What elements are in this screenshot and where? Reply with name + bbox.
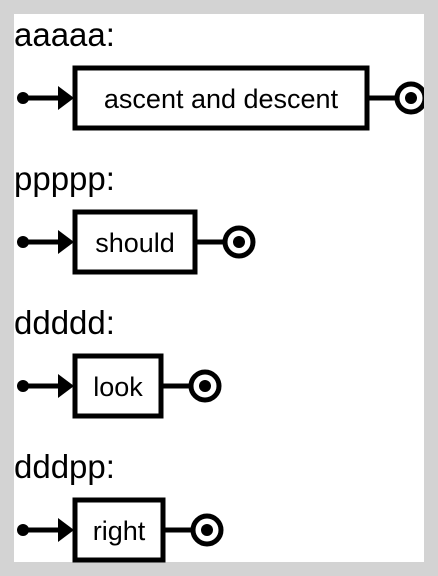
- terminal-box: [72, 209, 198, 275]
- arrow-icon: [58, 230, 74, 254]
- end-dot: [405, 92, 417, 104]
- diagram-canvas: aaaaa: ascent and descent ppppp: should …: [14, 14, 424, 563]
- terminal-text: right: [93, 516, 146, 546]
- rule-label: aaaaa:: [14, 16, 115, 53]
- railroad-diagram: right: [17, 497, 224, 563]
- railroad-diagram: ascent and descent: [17, 65, 424, 131]
- end-dot: [233, 236, 245, 248]
- terminal-text: should: [95, 228, 175, 258]
- rule-label: ddddd:: [14, 304, 115, 341]
- rule-label: ppppp:: [14, 160, 115, 197]
- railroad-diagram: should: [17, 209, 256, 275]
- arrow-icon: [58, 374, 74, 398]
- arrow-icon: [58, 518, 74, 542]
- terminal-box: [72, 353, 164, 419]
- end-dot: [201, 524, 213, 536]
- rule-label: dddpp:: [14, 448, 115, 485]
- terminal-text: look: [93, 372, 143, 402]
- arrow-icon: [58, 86, 74, 110]
- railroad-diagram: look: [17, 353, 222, 419]
- end-dot: [199, 380, 211, 392]
- terminal-text: ascent and descent: [104, 84, 339, 114]
